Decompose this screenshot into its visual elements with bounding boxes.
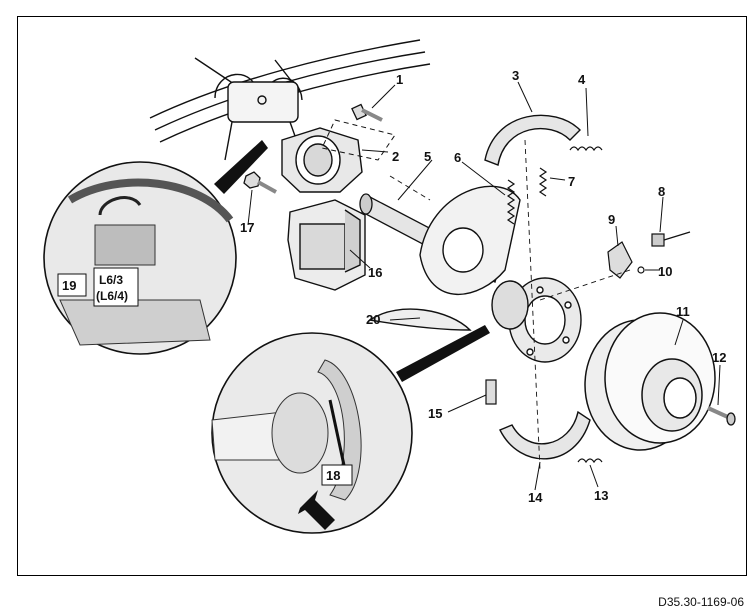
- label-2: 2: [392, 149, 399, 164]
- diagram-frame: [17, 16, 747, 576]
- arrow-icon: [298, 490, 335, 530]
- rear-axle-spring: [149, 39, 431, 161]
- wheel-hub: [491, 277, 582, 363]
- brake-shoe-upper: [484, 114, 581, 166]
- alignment-lines: [389, 139, 631, 471]
- label-16: 16: [368, 265, 382, 280]
- label-7: 7: [568, 174, 575, 189]
- inset-bearing-detail: [211, 332, 413, 534]
- spring-4: [569, 146, 603, 152]
- bleeder-15: [485, 379, 497, 405]
- screw-12: [707, 406, 736, 426]
- brake-shoe-lower: [499, 410, 591, 460]
- spring-7: [538, 167, 548, 197]
- inset-pointer-left: [214, 140, 268, 194]
- connector-label-alt: (L6/4): [96, 289, 128, 303]
- label-19: 19: [62, 278, 76, 293]
- part-number-labels: 1 2 3 4 5 6 7 8 9 10 11 12 13 14 15 16 1…: [62, 68, 726, 505]
- spring-6: [506, 179, 516, 225]
- brake-caliper: [287, 199, 366, 291]
- brake-carrier: [281, 127, 363, 193]
- inset-pointer-lower: [396, 325, 490, 382]
- label-6: 6: [454, 150, 461, 165]
- label-10: 10: [658, 264, 672, 279]
- connector-label: L6/3: [99, 273, 123, 287]
- label-13: 13: [594, 488, 608, 503]
- label-3: 3: [512, 68, 519, 83]
- dust-shield: [368, 185, 521, 331]
- label-9: 9: [608, 212, 615, 227]
- label-17: 17: [240, 220, 254, 235]
- label-5: 5: [424, 149, 431, 164]
- label-15: 15: [428, 406, 442, 421]
- sensor-8: [651, 231, 691, 247]
- label-4: 4: [578, 72, 586, 87]
- bolt-17: [243, 171, 277, 194]
- bolt-1: [351, 103, 383, 122]
- leader-lines: [247, 81, 721, 491]
- brake-disc: [584, 312, 716, 451]
- label-1: 1: [396, 72, 403, 87]
- label-8: 8: [658, 184, 665, 199]
- label-14: 14: [528, 490, 543, 505]
- label-12: 12: [712, 350, 726, 365]
- inset-connector-detail: [43, 161, 237, 355]
- adjuster-9: [607, 241, 645, 279]
- document-code: D35.30-1169-06: [658, 595, 744, 609]
- label-18: 18: [326, 468, 340, 483]
- label-11: 11: [676, 304, 690, 319]
- spring-13: [577, 458, 603, 464]
- label-20: 20: [366, 312, 380, 327]
